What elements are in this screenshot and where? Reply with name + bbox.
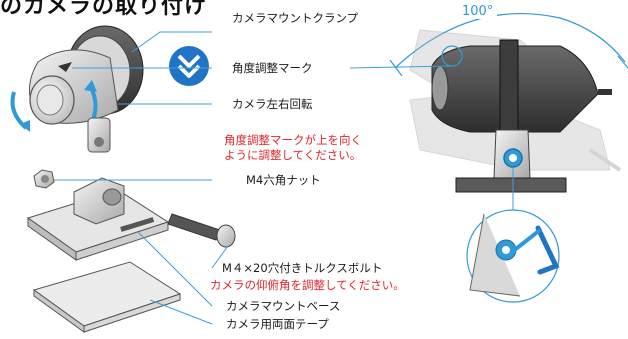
hex-nut [33, 169, 55, 189]
side-camera-lens [431, 65, 449, 111]
leader-bolt [211, 245, 229, 269]
leader-lines [54, 31, 229, 325]
leader-tape [149, 299, 213, 325]
zoom-bolt-inner [502, 246, 510, 254]
adhesive-tape-sheet [32, 261, 182, 327]
adhesive-tape [32, 261, 182, 333]
chevron-double-down-icon [177, 54, 201, 78]
side-view-camera [431, 39, 612, 137]
base-brand-mark [120, 217, 155, 232]
mount-tab-hole [94, 137, 104, 147]
camera-lens-glass [36, 84, 64, 116]
leader-side-angle [349, 65, 453, 69]
label-mount-base: カメラマウントベース [226, 299, 341, 313]
zoom-inset [466, 209, 560, 303]
page-title: のカメラの取り付け [0, 0, 208, 19]
side-view-mount [455, 129, 567, 193]
label-camera-rotate: カメラ左右回転 [232, 97, 313, 111]
angle-arc-curve [394, 12, 626, 69]
label-hex-nut: M4六角ナット [246, 173, 321, 187]
label-camera-mount-clamp: カメラマウントクランプ [232, 11, 359, 25]
mount-base [26, 177, 170, 261]
side-mount-bolt-inner [509, 154, 517, 162]
chevron-badge [169, 46, 209, 86]
label-adhesive-tape: カメラ用両面テープ [226, 317, 329, 331]
mount-base-side-right [75, 221, 169, 261]
camera-mount-tab [87, 117, 111, 153]
angle-arc-tick-left [389, 59, 403, 77]
note-angle-line1: 角度調整マークが上を向く [224, 133, 362, 147]
note-angle-line2: ように調整してください。 [224, 148, 362, 162]
hex-key-icon [535, 225, 560, 275]
mount-arm-hole [102, 188, 122, 206]
angle-arc [389, 12, 628, 77]
leader-clamp [131, 31, 212, 53]
angle-arc-tick-right [617, 55, 628, 69]
angle-mark-arrow [58, 62, 72, 72]
leader-base [137, 231, 213, 307]
torx-bolt [167, 213, 236, 248]
rotate-arrow-head-right [84, 80, 97, 92]
rotate-arrow-head-left [20, 120, 30, 132]
adhesive-tape-edge-right [83, 293, 181, 333]
label-angle-mark: 角度調整マーク [232, 61, 313, 75]
side-camera-ring [499, 39, 519, 137]
zoom-bracket [469, 213, 521, 297]
tilt-angle-label: 100° [458, 4, 498, 19]
label-torx-bolt: M４×20穴付きトルクスボルト [222, 261, 383, 275]
camera-clamp-illustration [10, 25, 144, 153]
side-mount-base [455, 177, 567, 193]
torx-bolt-head [216, 224, 236, 248]
torx-bolt-shaft [167, 213, 221, 241]
hex-nut-hole [41, 175, 49, 183]
ghost-cable [588, 148, 622, 172]
hex-key-shaft [510, 228, 542, 254]
note-tilt: カメラの仰俯角を調整してください。 [210, 278, 405, 292]
